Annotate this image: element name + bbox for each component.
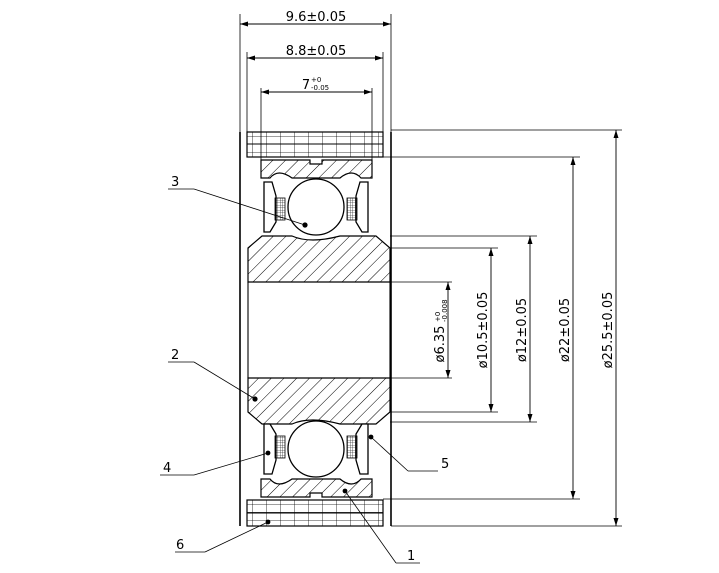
inner-ring-top [247, 235, 391, 283]
ball-top [287, 178, 345, 236]
dim-bore-tol-lower: -0.008 [441, 299, 449, 322]
callout-2: 2 [171, 348, 179, 363]
seal-bottom-right [346, 423, 369, 475]
seal-bottom-left [263, 423, 286, 475]
callout-5: 5 [441, 457, 449, 472]
dim-width-race: 7 [302, 78, 310, 93]
dim-width-inner: 8.8±0.05 [286, 44, 347, 59]
dim-width-race-tol-upper: +0 [311, 76, 321, 84]
ball-bottom [287, 420, 345, 478]
callout-leaders [160, 188, 438, 564]
dim-d-25-5: ø25.5±0.05 [601, 292, 616, 369]
dim-bore-tol-upper: +0 [434, 312, 442, 322]
dim-bore: ø6.35 [433, 326, 448, 363]
outer-tire-top [246, 131, 384, 158]
dim-d-22: ø22±0.05 [558, 298, 573, 362]
outer-ring-bottom [260, 478, 373, 498]
width-dimensions [239, 14, 392, 160]
outer-ring-top [260, 159, 373, 179]
callout-4: 4 [163, 461, 171, 476]
callout-6: 6 [176, 538, 184, 553]
callout-1: 1 [407, 549, 415, 564]
callout-3: 3 [171, 175, 179, 190]
dim-d-10-5: ø10.5±0.05 [476, 292, 491, 369]
dim-width-outer: 9.6±0.05 [286, 10, 347, 25]
seal-top-right [346, 181, 369, 233]
seal-top-left [263, 181, 286, 233]
dim-d-12: ø12±0.05 [515, 298, 530, 362]
inner-ring-bottom [247, 377, 391, 425]
diameter-dimensions [372, 129, 622, 527]
dim-width-race-tol-lower: -0.05 [311, 84, 329, 92]
bore [247, 281, 391, 379]
